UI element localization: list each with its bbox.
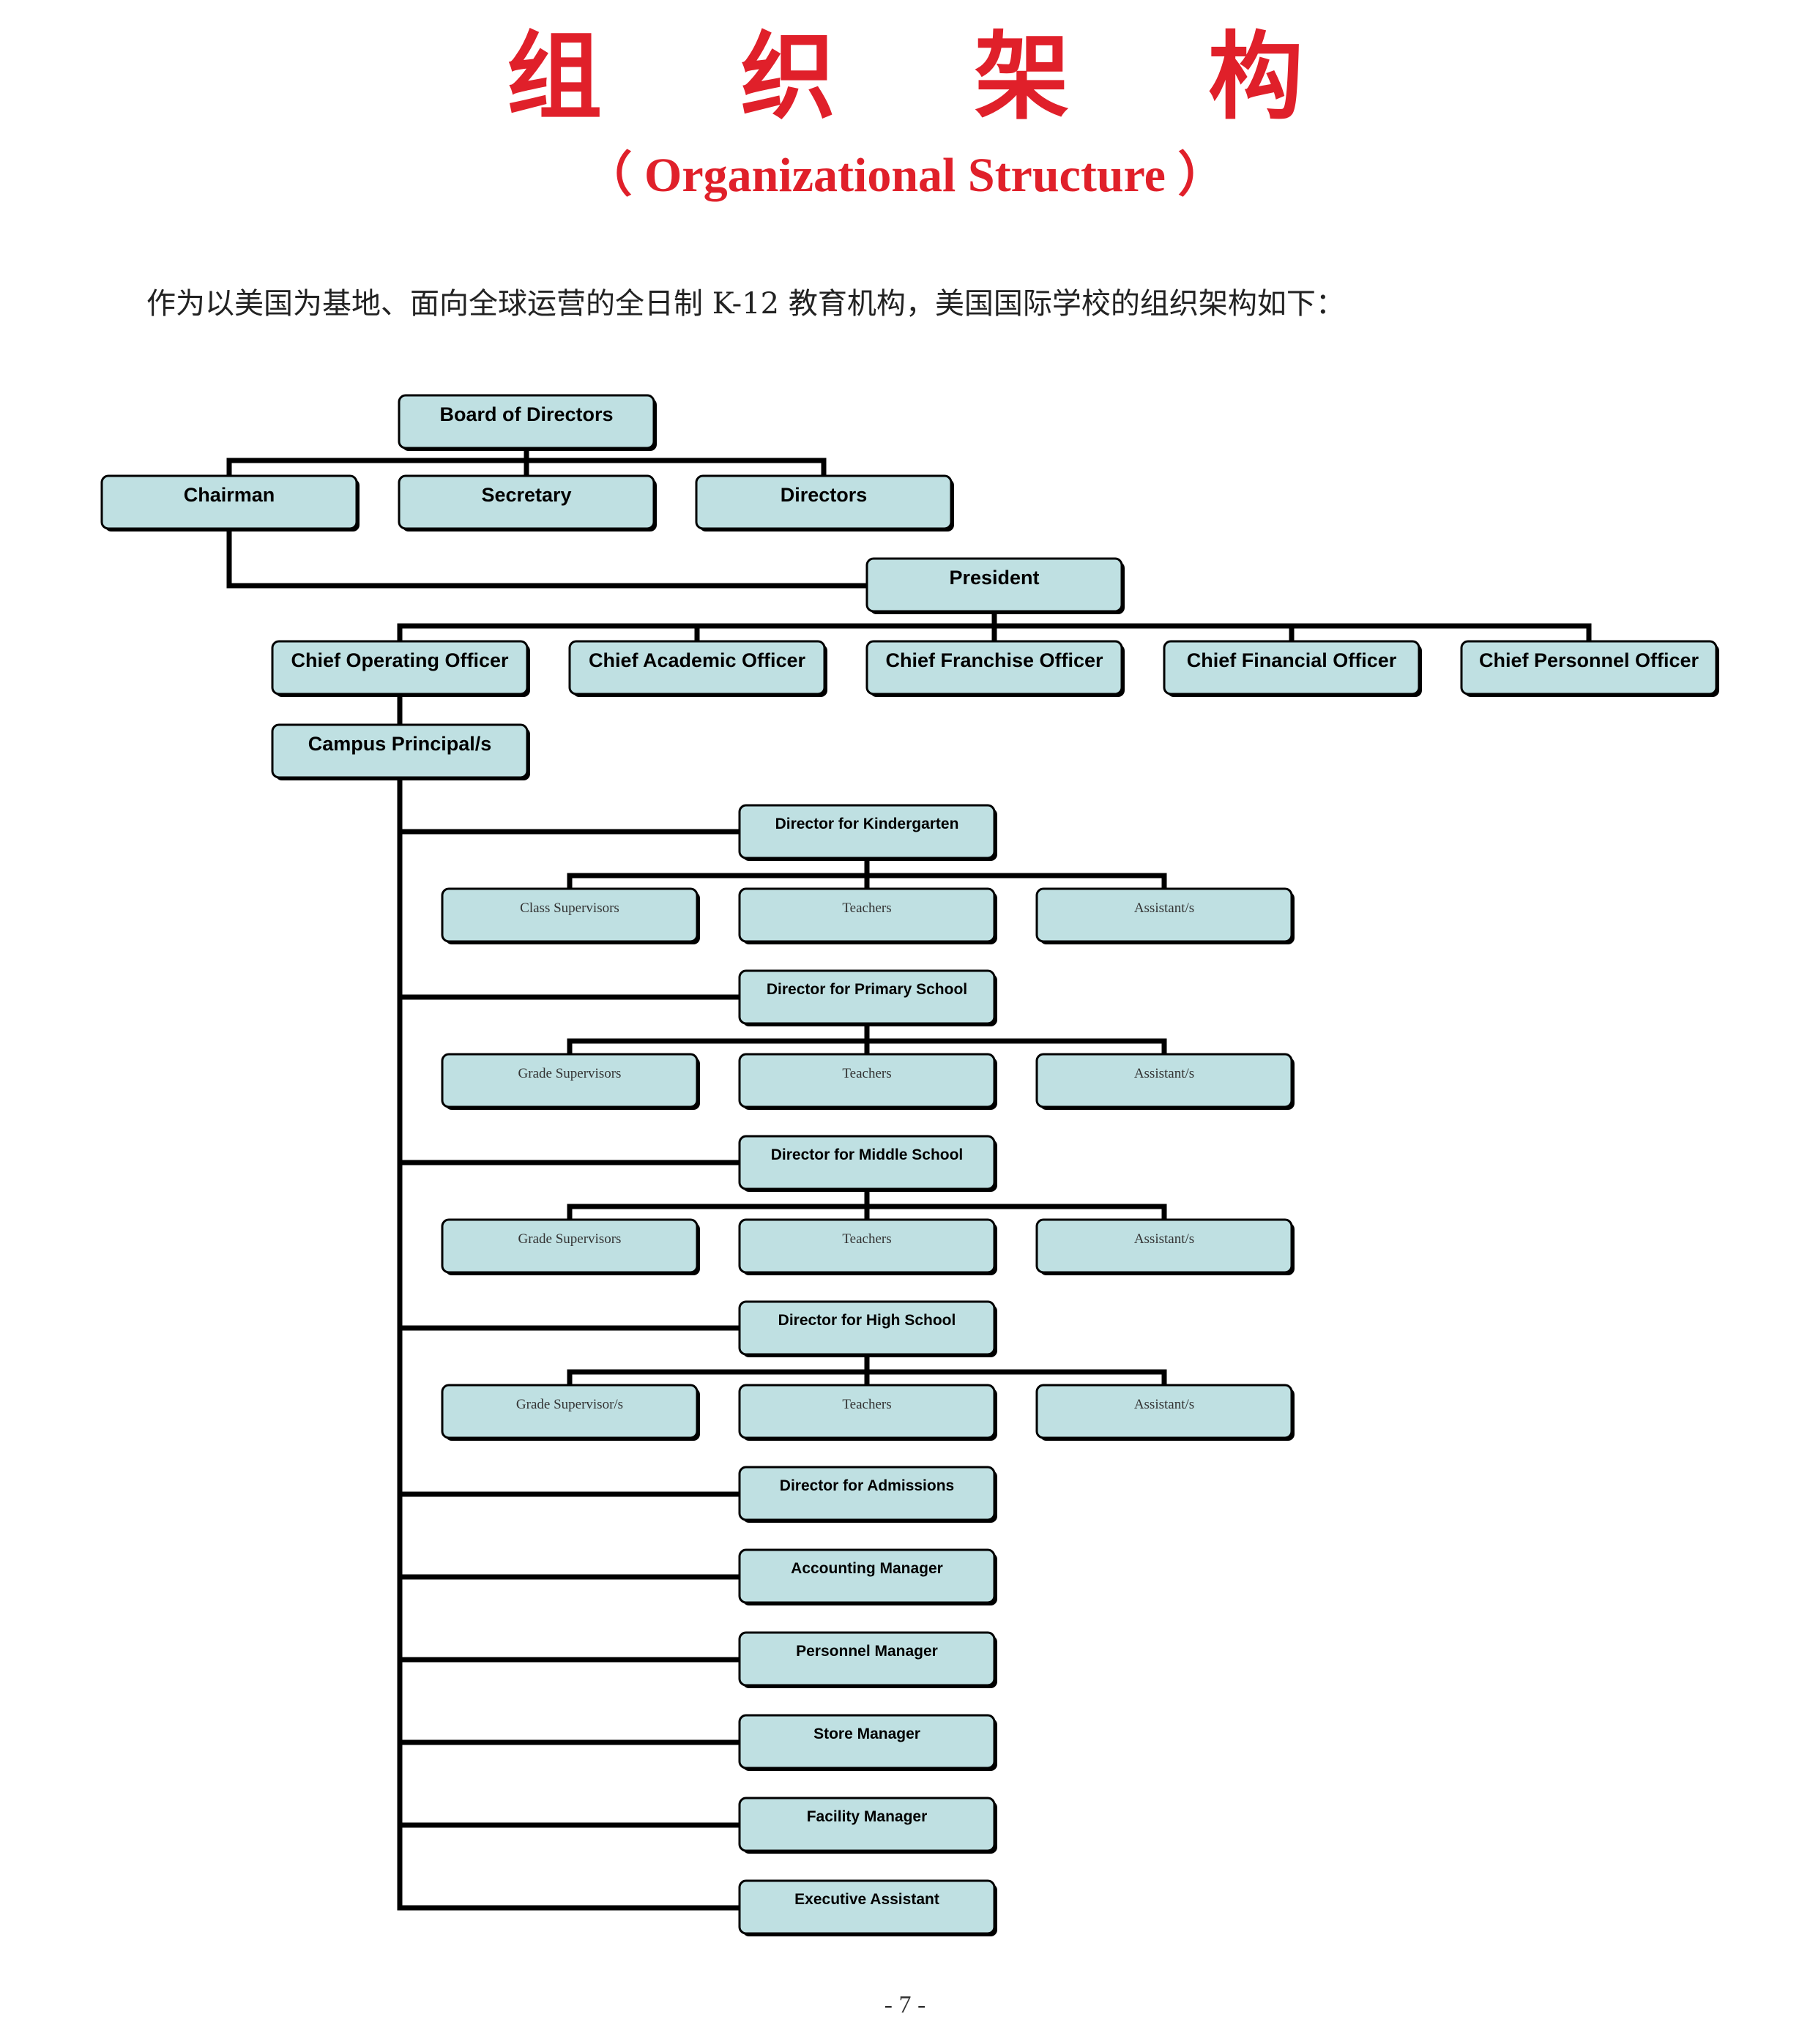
org-box-facility-manager: Facility Manager [738,1797,997,1854]
org-box-label: Director for Admissions [780,1477,954,1494]
org-box-label: Campus Principal/s [308,733,492,755]
org-box-secretary: Secretary [398,474,657,531]
org-box-label: Teachers [842,900,891,916]
org-box-label: Board of Directors [439,403,613,425]
org-box-chief-personnel-officer: Chief Personnel Officer [1460,640,1719,697]
page-title-chinese: 组 织 架 构 [507,20,1356,133]
org-box-chief-academic-officer: Chief Academic Officer [568,640,827,697]
staff-box-grade-supervisor-s: Grade Supervisor/s [441,1384,700,1441]
staff-box-teachers: Teachers [738,1384,997,1441]
org-box-store-manager: Store Manager [738,1714,997,1771]
org-box-label: Director for Middle School [771,1146,964,1163]
staff-box-assistant-s: Assistant/s [1035,887,1295,944]
org-box-label: Assistant/s [1134,900,1194,916]
org-box-label: Grade Supervisor/s [516,1397,623,1412]
staff-box-class-supervisors: Class Supervisors [441,887,700,944]
staff-box-grade-supervisors: Grade Supervisors [441,1218,700,1275]
org-box-label: Secretary [481,484,571,506]
org-box-label: Chief Personnel Officer [1479,649,1699,671]
org-box-label: Personnel Manager [796,1643,938,1660]
org-box-label: Chief Financial Officer [1187,649,1397,671]
president-box: President [865,557,1125,614]
campus-principals-box: Campus Principal/s [271,723,530,780]
org-box-chief-operating-officer: Chief Operating Officer [271,640,530,697]
org-box-director-for-admissions: Director for Admissions [738,1466,997,1523]
org-box-director-for-middle-school: Director for Middle School [738,1135,997,1192]
org-box-label: Store Manager [813,1726,920,1742]
org-box-accounting-manager: Accounting Manager [738,1548,997,1605]
org-box-director-for-kindergarten: Director for Kindergarten [738,804,997,861]
staff-box-teachers: Teachers [738,1218,997,1275]
org-box-label: Facility Manager [807,1808,928,1825]
org-box-executive-assistant: Executive Assistant [738,1879,997,1936]
org-box-label: Chief Operating Officer [291,649,509,671]
org-box-label: Accounting Manager [791,1560,943,1577]
org-box-label: Teachers [842,1397,891,1412]
staff-box-assistant-s: Assistant/s [1035,1218,1295,1275]
org-box-chief-financial-officer: Chief Financial Officer [1163,640,1422,697]
org-box-directors: Directors [695,474,954,531]
org-box-chairman: Chairman [100,474,360,531]
org-box-label: Director for Kindergarten [775,816,959,832]
org-box-label: Directors [781,484,868,506]
board-of-directors-box: Board of Directors [398,394,657,451]
connector-lines [226,445,1592,1911]
org-box-label: Chairman [184,484,275,506]
staff-box-grade-supervisors: Grade Supervisors [441,1053,700,1110]
org-box-label: Assistant/s [1134,1231,1194,1247]
org-box-label: Chief Academic Officer [589,649,806,671]
org-box-label: Teachers [842,1231,891,1247]
staff-box-teachers: Teachers [738,1053,997,1110]
page-title-english: （ Organizational Structure ） [584,149,1226,202]
org-box-label: Grade Supervisors [518,1231,622,1247]
org-box-label: Assistant/s [1134,1066,1194,1081]
org-box-label: Assistant/s [1134,1397,1194,1412]
org-box-label: Executive Assistant [794,1891,939,1908]
intro-paragraph: 作为以美国为基地、面向全球运营的全日制 K-12 教育机构，美国国际学校的组织架… [146,287,1345,321]
org-box-label: Chief Franchise Officer [885,649,1103,671]
org-box-personnel-manager: Personnel Manager [738,1631,997,1688]
org-box-label: Teachers [842,1066,891,1081]
org-box-director-for-high-school: Director for High School [738,1300,997,1357]
org-box-label: Director for High School [778,1312,956,1329]
staff-box-assistant-s: Assistant/s [1035,1053,1295,1110]
org-box-label: President [949,567,1039,589]
staff-box-assistant-s: Assistant/s [1035,1384,1295,1441]
staff-box-teachers: Teachers [738,887,997,944]
org-box-label: Director for Primary School [767,981,967,998]
page-number: - 7 - [884,1991,926,2018]
org-box-director-for-primary-school: Director for Primary School [738,969,997,1026]
org-box-label: Grade Supervisors [518,1066,622,1081]
org-box-chief-franchise-officer: Chief Franchise Officer [865,640,1125,697]
org-box-label: Class Supervisors [520,900,619,916]
